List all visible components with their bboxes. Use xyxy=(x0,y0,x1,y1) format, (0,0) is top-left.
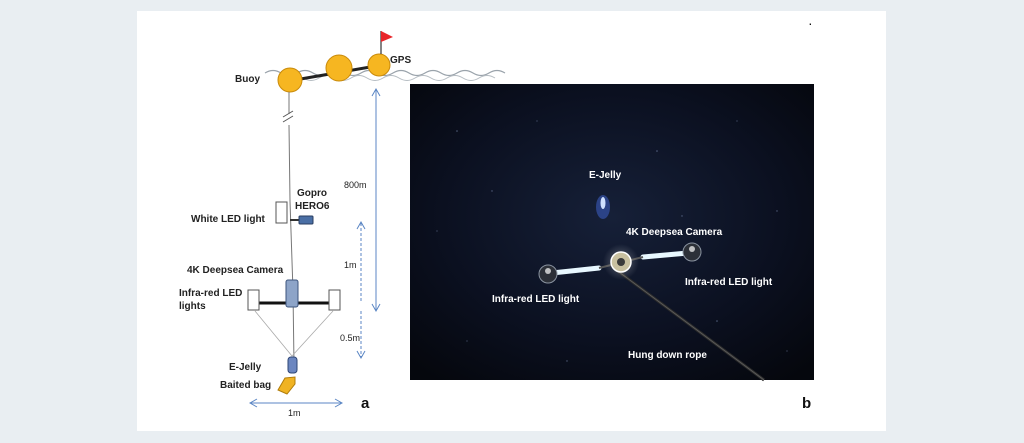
dim-arrows-width xyxy=(248,398,344,408)
label-e-jelly: E-Jelly xyxy=(229,362,262,373)
buoy-float-3 xyxy=(367,53,391,77)
panel-a-letter: a xyxy=(361,395,370,412)
deepsea-camera-body xyxy=(285,279,299,308)
baited-bag xyxy=(277,376,296,395)
figure-panel: Buoy GPS Gopro HERO6 White LED light 4K … xyxy=(137,11,886,431)
dim-arrows-800m xyxy=(371,87,381,313)
label-ir-2: lights xyxy=(179,301,206,312)
deepsea-camera-lens xyxy=(617,258,625,266)
buoy-float-1 xyxy=(277,67,303,93)
photo-label-rope: Hung down rope xyxy=(628,350,707,361)
label-baited-bag: Baited bag xyxy=(220,380,271,391)
deepsea-photo-background xyxy=(410,84,814,380)
ir-light-bar-left xyxy=(549,265,602,276)
label-800m: 800m xyxy=(344,180,367,190)
label-gopro-2: HERO6 xyxy=(295,201,330,212)
hung-down-rope-highlight xyxy=(614,268,765,381)
label-1m: 1m xyxy=(344,260,357,270)
e-jelly-strings xyxy=(254,310,334,357)
rope-break-marks xyxy=(282,110,294,123)
panel-b-photo: E-Jelly 4K Deepsea Camera Infra-red LED … xyxy=(410,84,814,412)
panel-a-diagram: Buoy GPS Gopro HERO6 White LED light 4K … xyxy=(179,31,506,418)
label-white-led: White LED light xyxy=(191,214,266,225)
corner-mark: · xyxy=(808,15,813,31)
ir-led-left xyxy=(247,289,260,311)
marine-snow-particles xyxy=(436,120,788,362)
ir-lamp-left-glint xyxy=(545,268,551,274)
label-0-5m: 0.5m xyxy=(340,333,360,343)
water-surface xyxy=(264,69,506,77)
water-surface-2 xyxy=(286,75,496,81)
label-gopro-1: Gopro xyxy=(297,188,327,199)
figure-svg: Buoy GPS Gopro HERO6 White LED light 4K … xyxy=(179,15,814,418)
panel-b-letter: b xyxy=(802,395,811,412)
ir-led-right xyxy=(328,289,341,311)
label-gps: GPS xyxy=(390,55,411,66)
dim-arrow-0-5m xyxy=(356,350,366,360)
label-ir-1: Infra-red LED xyxy=(179,288,242,299)
buoy-float-2 xyxy=(325,54,353,82)
photo-label-e-jelly: E-Jelly xyxy=(589,170,622,181)
label-width-1m: 1m xyxy=(288,408,301,418)
gps-flag-icon xyxy=(381,31,393,42)
photo-label-ir-left: Infra-red LED light xyxy=(492,294,580,305)
gopro-camera xyxy=(298,215,314,225)
photo-label-ir-right: Infra-red LED light xyxy=(685,277,773,288)
white-led-light xyxy=(275,201,288,224)
e-jelly-device xyxy=(287,356,298,374)
main-rope xyxy=(288,92,295,366)
ir-light-bar-right xyxy=(640,250,691,260)
photo-label-camera: 4K Deepsea Camera xyxy=(626,227,723,238)
label-camera: 4K Deepsea Camera xyxy=(187,265,284,276)
label-buoy: Buoy xyxy=(235,74,260,85)
e-jelly-light xyxy=(600,197,606,209)
ir-lamp-right-glint xyxy=(689,246,695,252)
dim-arrow-1m xyxy=(356,220,366,230)
